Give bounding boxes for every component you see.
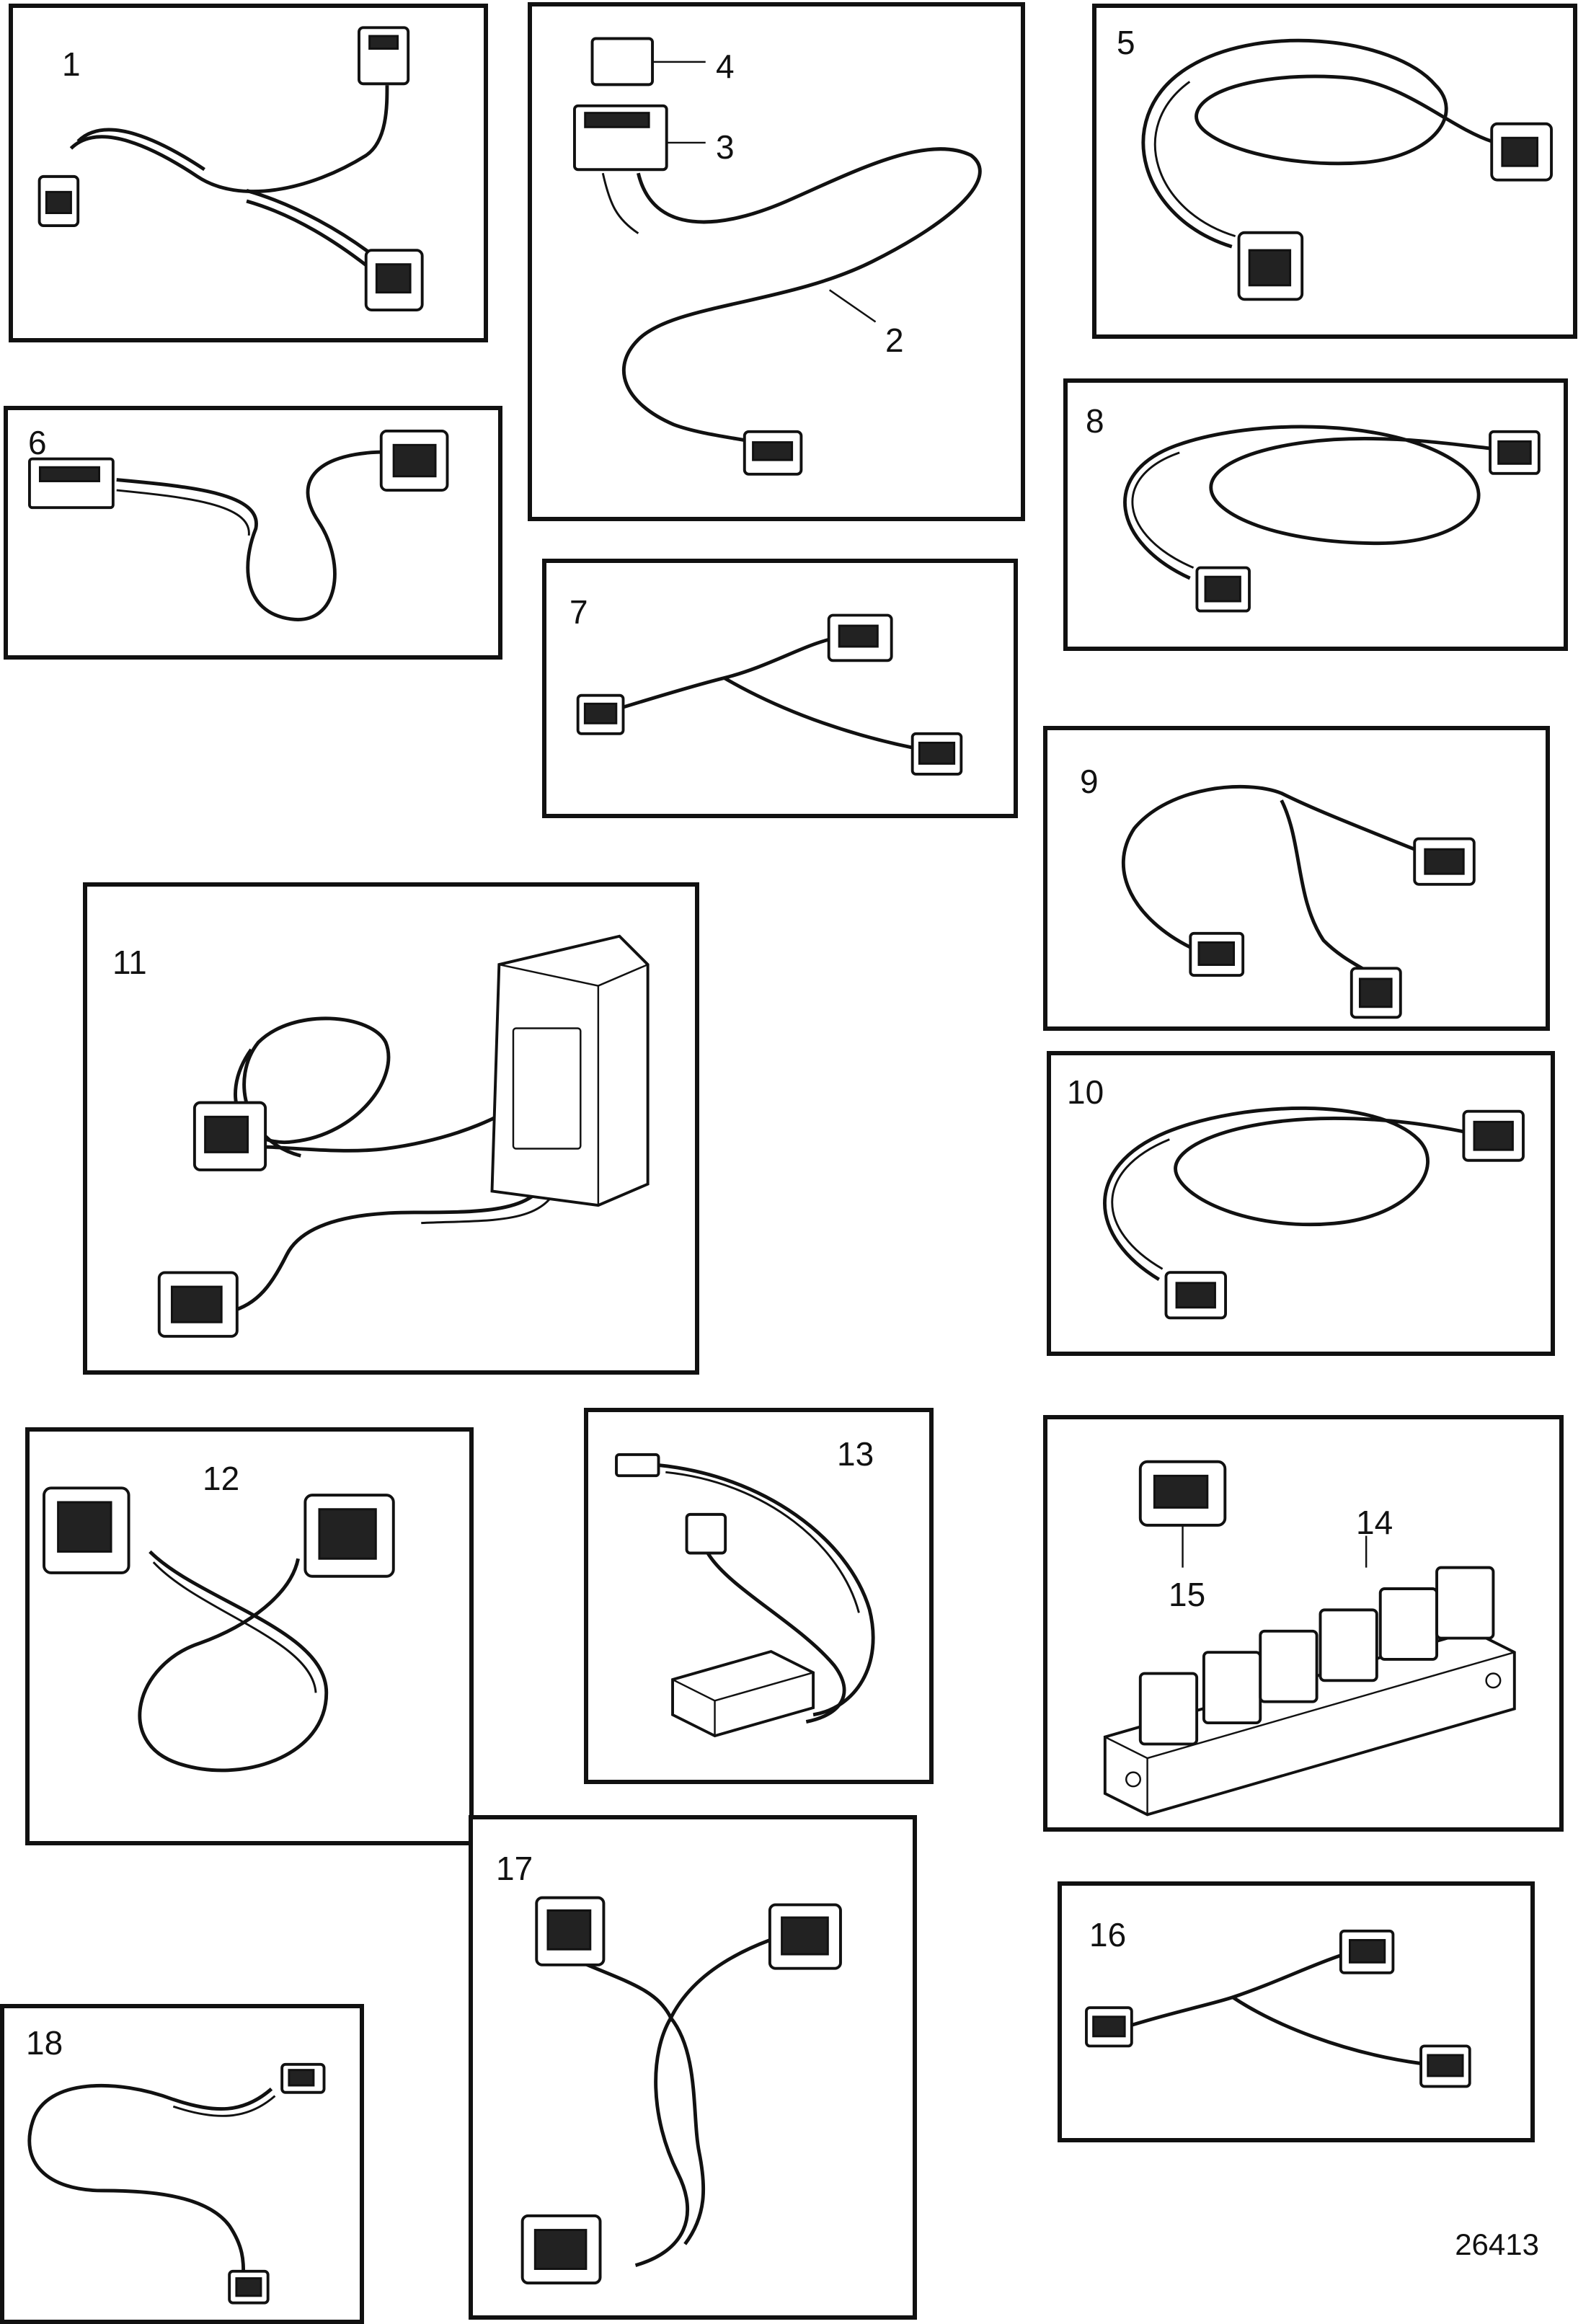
extension-cable-8-drawing (1123, 425, 1541, 613)
panel-number-7: 7 (570, 593, 588, 631)
terminator-box-icon (490, 934, 650, 1207)
panel-number-16: 16 (1089, 1916, 1127, 1953)
usb-plug-icon (615, 1453, 660, 1478)
callout-2: 2 (885, 321, 904, 359)
extension-cable-10-drawing (1103, 1106, 1525, 1320)
panel-1: 1 (9, 4, 488, 342)
connector-left-icon (28, 457, 115, 510)
panel-11: 11 (83, 882, 699, 1375)
adapter-box-icon (671, 1649, 815, 1738)
y-splitter-7-drawing (576, 613, 963, 776)
figure-reference-number: 26413 (1455, 2227, 1539, 2261)
y-splitter-16-drawing (1085, 1929, 1471, 2088)
socket-3-icon (1259, 1629, 1319, 1703)
callout-3: 3 (716, 128, 735, 166)
panel-10: 10 (1047, 1051, 1555, 1356)
sensor-cable-18-drawing (27, 2062, 326, 2305)
socket-5-icon (1378, 1587, 1439, 1661)
y-cable-17-drawing (520, 1896, 842, 2285)
terminator-module-11-drawing (157, 934, 650, 1338)
adapter-cable-6-drawing (28, 430, 449, 621)
junction-block-14-drawing (1103, 1460, 1516, 1817)
callout-15: 15 (1169, 1576, 1206, 1613)
panel-5: 5 (1092, 4, 1577, 339)
panel-13: 13 (584, 1408, 934, 1784)
socket-6-icon (1435, 1566, 1495, 1640)
panel-number-10: 10 (1067, 1073, 1104, 1111)
panel-number-14: 14 (1356, 1504, 1393, 1541)
panel-2: 4 3 2 (528, 2, 1025, 521)
y-cable-harness-1-drawing (37, 26, 424, 311)
connector-icon (685, 1512, 727, 1555)
socket-2-icon (1202, 1651, 1262, 1725)
extension-cable-5-drawing (1141, 38, 1553, 301)
panel-number-8: 8 (1086, 402, 1104, 440)
panel-number-5: 5 (1117, 24, 1135, 61)
extension-cable-12-drawing (43, 1486, 395, 1773)
panel-8: 8 (1063, 378, 1568, 651)
panel-14: 14 15 (1043, 1415, 1564, 1832)
panel-7: 7 (542, 559, 1018, 818)
panel-number-1: 1 (62, 45, 81, 83)
panel-number-13: 13 (837, 1435, 874, 1473)
panel-number-17: 17 (496, 1850, 533, 1887)
panel-number-9: 9 (1080, 763, 1099, 800)
panel-number-12: 12 (203, 1460, 240, 1497)
socket-4-icon (1319, 1608, 1378, 1682)
panel-12: 12 (25, 1427, 474, 1845)
panel-number-11: 11 (112, 944, 147, 981)
callout-4: 4 (716, 48, 735, 85)
panel-number-18: 18 (26, 2024, 63, 2062)
panel-18: 18 (0, 2004, 364, 2324)
panel-number-6: 6 (28, 424, 47, 461)
usb-adapter-13-drawing (615, 1453, 875, 1738)
relay-harness-drawing (572, 37, 982, 476)
panel-17: 17 (469, 1815, 917, 2320)
relay-icon (590, 37, 655, 87)
socket-1-icon (1138, 1672, 1199, 1746)
panel-16: 16 (1058, 1881, 1535, 2142)
panel-9: 9 (1043, 726, 1550, 1031)
panel-6: 6 (4, 406, 502, 660)
y-cable-9-drawing (1121, 784, 1476, 1019)
